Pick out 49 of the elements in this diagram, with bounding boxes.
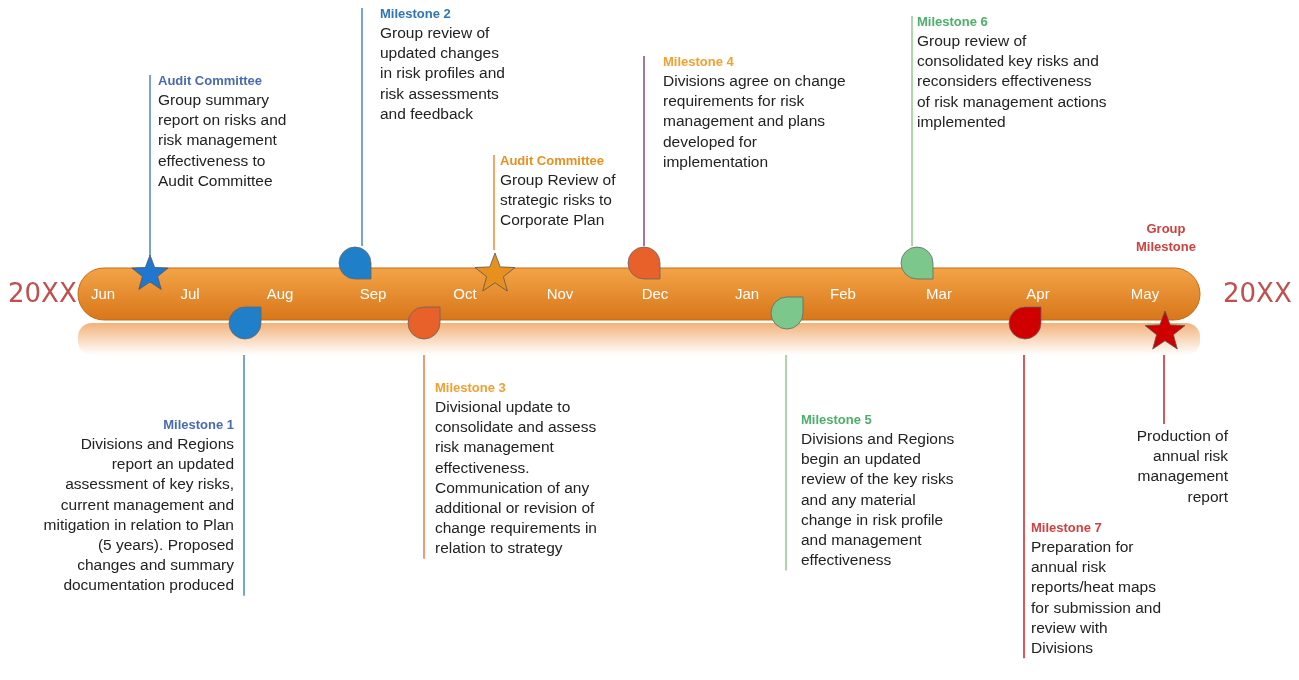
milestone-description: Group summary report on risks and risk management effectiveness to Audit Committee xyxy=(158,90,288,191)
milestone-heading: Group Milestone xyxy=(1135,220,1197,256)
pin-marker xyxy=(338,246,372,280)
month-label: Jun xyxy=(90,285,116,302)
year-label: 20XX xyxy=(8,278,77,308)
month-label: Dec xyxy=(641,285,669,302)
milestone-heading: Milestone 1 xyxy=(162,416,234,434)
milestone-description: Group review of updated changes in risk profiles and risk assessments and feedback xyxy=(380,23,506,124)
milestone-heading: Milestone 2 xyxy=(380,5,452,23)
month-label: May xyxy=(1130,285,1160,302)
milestone-heading: Milestone 7 xyxy=(1031,519,1103,537)
leader-line xyxy=(361,7,363,247)
leader-line xyxy=(643,55,645,247)
milestone-description: Divisions and Regions begin an updated review of the key risks and any material change in risk profile and management effectiveness xyxy=(801,429,956,571)
leader-line xyxy=(493,154,495,251)
milestone-heading: Audit Committee xyxy=(500,152,605,170)
month-label: Nov xyxy=(546,285,574,302)
milestone-heading: Audit Committee xyxy=(158,72,263,90)
milestone-description: Preparation for annual risk reports/heat maps for submission and review with Divisions xyxy=(1031,537,1163,658)
month-label: Aug xyxy=(266,285,294,302)
pin-marker xyxy=(407,306,441,340)
year-label: 20XX xyxy=(1223,278,1292,308)
month-label: Mar xyxy=(926,285,952,302)
star-marker xyxy=(130,252,170,292)
leader-line xyxy=(911,15,913,247)
milestone-description: Group review of consolidated key risks and reconsiders effectiveness of risk management actions implemented xyxy=(917,31,1107,132)
month-label: Jul xyxy=(180,285,200,302)
pin-marker xyxy=(770,296,804,330)
pin-marker xyxy=(1008,306,1042,340)
milestone-heading: Milestone 4 xyxy=(663,53,735,71)
leader-line xyxy=(149,74,151,257)
star-marker xyxy=(1143,308,1187,352)
milestone-heading: Milestone 3 xyxy=(435,379,507,397)
milestone-description: Divisions and Regions report an updated assessment of key risks, current management and mitigation in relation to Plan (5 years). Proposed changes and summary documentation produced xyxy=(42,434,234,596)
pin-marker xyxy=(627,246,661,280)
milestone-description: Divisions agree on change requirements for risk management and plans developed for implementation xyxy=(663,71,847,172)
month-label: Oct xyxy=(453,285,477,302)
milestone-description: Group Review of strategic risks to Corporate Plan xyxy=(500,170,617,231)
pin-marker xyxy=(900,246,934,280)
timeline-bar xyxy=(78,268,1200,356)
milestone-description: Production of annual risk management report xyxy=(1135,426,1228,507)
month-label: Feb xyxy=(830,285,856,302)
month-label: Jan xyxy=(734,285,760,302)
milestone-heading: Milestone 5 xyxy=(801,411,873,429)
pin-marker xyxy=(228,306,262,340)
month-label: Apr xyxy=(1026,285,1050,302)
milestone-description: Divisional update to consolidate and assess risk management effectiveness. Communication of any additional or revision of change requirements in relation to strategy xyxy=(435,397,598,559)
month-label: Sep xyxy=(359,285,387,302)
milestone-heading: Milestone 6 xyxy=(917,13,989,31)
